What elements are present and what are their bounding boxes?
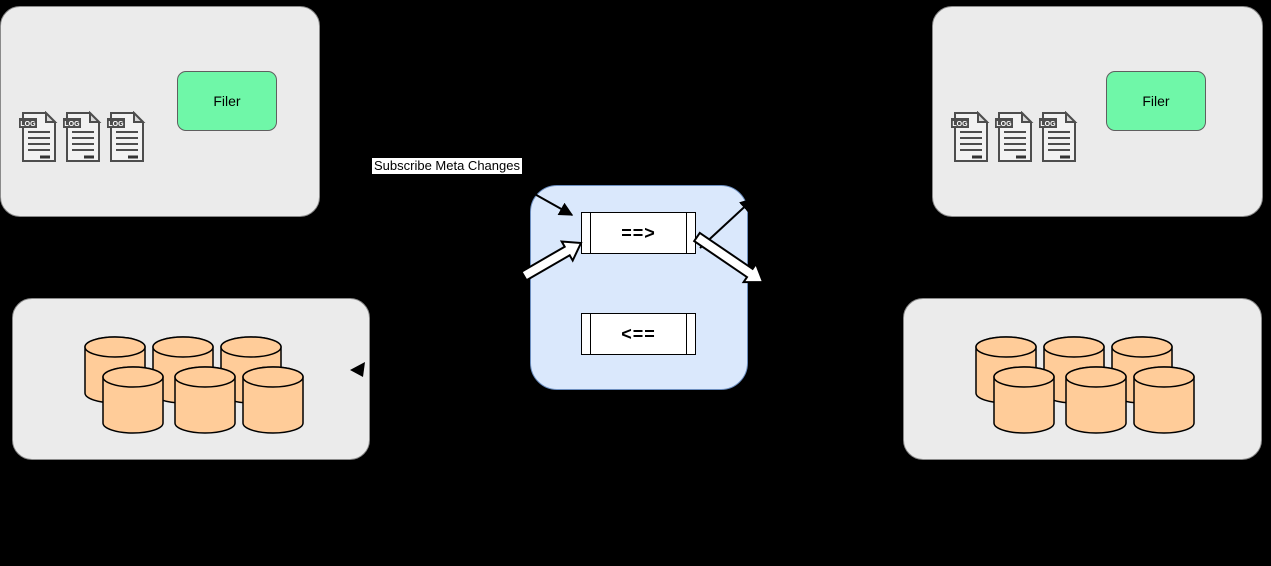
- volume-cylinder-icon: [993, 366, 1055, 434]
- filer-node: Filer: [177, 71, 277, 131]
- log-badge-label: LOG: [996, 121, 1012, 128]
- queue-endcap: [582, 314, 591, 354]
- log-badge-label: LOG: [20, 121, 36, 128]
- volume-cylinder-icon: [102, 366, 164, 434]
- log-badge-label: LOG: [64, 121, 80, 128]
- queue-endcap: [686, 213, 695, 253]
- log-badge-label: LOG: [108, 121, 124, 128]
- queue-endcap: [686, 314, 695, 354]
- filer-node: Filer: [1106, 71, 1206, 131]
- storage-box-right: [903, 298, 1262, 460]
- log-file-icon: LOG: [951, 111, 990, 162]
- queue-outbound-symbol: ==>: [621, 222, 656, 243]
- log-file-icon: LOG: [63, 111, 102, 162]
- log-file-icon: LOG: [1039, 111, 1078, 162]
- volume-cylinder-icon: [174, 366, 236, 434]
- volume-cylinder-icon: [1133, 366, 1195, 434]
- cluster-box-left: LOG LOG LOG Filer: [0, 6, 320, 217]
- volume-cylinder-icon: [242, 366, 304, 434]
- log-badge-label: LOG: [952, 121, 968, 128]
- queue-inbound-symbol: <==: [621, 323, 656, 344]
- log-file-icon: LOG: [107, 111, 146, 162]
- cluster-box-right: LOG LOG LOG Filer: [932, 6, 1263, 217]
- sync-queue-panel: ==> <==: [530, 185, 748, 390]
- storage-box-left: [12, 298, 370, 460]
- queue-endcap: [582, 213, 591, 253]
- log-file-icon: LOG: [995, 111, 1034, 162]
- filer-label: Filer: [213, 93, 241, 109]
- queue-outbound: ==>: [581, 212, 696, 254]
- queue-inbound: <==: [581, 313, 696, 355]
- log-badge-label: LOG: [1040, 121, 1056, 128]
- volume-cylinder-icon: [1065, 366, 1127, 434]
- filer-label: Filer: [1142, 93, 1170, 109]
- log-file-icon: LOG: [19, 111, 58, 162]
- subscribe-meta-changes-label: Subscribe Meta Changes: [372, 158, 522, 174]
